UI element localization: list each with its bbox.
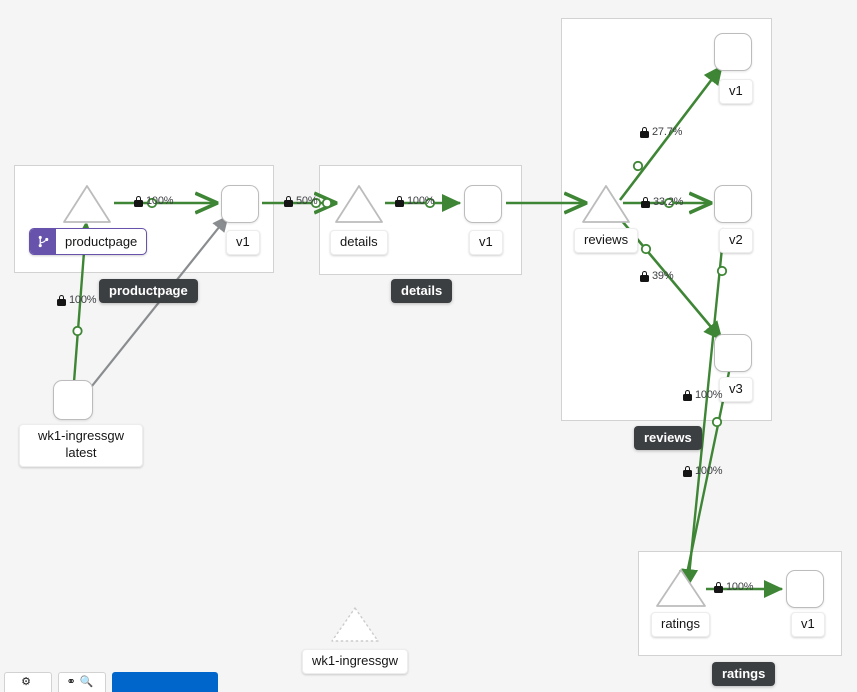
edge-reviews-v2-to-ratings[interactable] xyxy=(681,227,726,588)
virtual-service-badge-label: productpage xyxy=(65,234,138,249)
group-chip-reviews[interactable]: reviews xyxy=(634,426,702,450)
edge-marker-reviews-v1 xyxy=(632,160,644,172)
edge-reviews-v3-to-ratings[interactable] xyxy=(679,371,731,590)
node-label-ingressgw: wk1-ingressgw latest xyxy=(19,424,143,467)
edge-marker-v2-ratings xyxy=(716,265,728,277)
edge-reviews-to-v1[interactable] xyxy=(618,64,724,201)
shape-productpage-app[interactable] xyxy=(63,185,111,223)
group-chip-details[interactable]: details xyxy=(391,279,453,303)
node-label-ratings-v1: v1 xyxy=(791,612,825,638)
edge-marker-details-v1 xyxy=(424,197,436,209)
ingressgw-label-line1: wk1-ingressgw xyxy=(38,428,124,443)
ghost-triangle-ingressgw xyxy=(331,607,379,642)
node-label-reviews-app: reviews xyxy=(574,228,639,254)
group-chip-productpage[interactable]: productpage xyxy=(99,279,198,303)
virtual-service-badge-productpage[interactable]: productpage xyxy=(29,228,148,255)
legend-icon: ⚙ xyxy=(21,676,31,688)
edge-marker-v3-ratings xyxy=(711,416,723,428)
group-chip-ratings[interactable]: ratings xyxy=(712,662,776,686)
node-reviews-v2[interactable] xyxy=(714,185,752,223)
graph-bottom-toolbar[interactable]: ⚙ ⚭ 🔍 xyxy=(0,672,218,692)
edge-marker-ppv1-details-b xyxy=(321,197,333,209)
node-ingressgw[interactable] xyxy=(53,380,93,420)
ingressgw-label-line2: latest xyxy=(65,444,97,460)
edge-marker-reviews-v3 xyxy=(640,243,652,255)
node-productpage-v1[interactable] xyxy=(221,185,259,223)
edge-marker-reviews-v2 xyxy=(663,197,675,209)
node-reviews-v1[interactable] xyxy=(714,33,752,71)
node-details-v1[interactable] xyxy=(464,185,502,223)
search-icon: 🔍 xyxy=(79,676,94,688)
node-label-reviews-v3: v3 xyxy=(719,377,753,403)
node-label-details-app: details xyxy=(330,230,388,256)
shape-details-app[interactable] xyxy=(335,185,383,223)
node-label-reviews-v1: v1 xyxy=(719,79,753,105)
node-label-ingressgw-ghost: wk1-ingressgw xyxy=(302,649,408,675)
node-label-ratings-app: ratings xyxy=(651,612,711,638)
primary-action-button[interactable] xyxy=(112,672,218,692)
node-label-reviews-v2: v2 xyxy=(719,228,753,254)
edge-marker-pp-app-v1 xyxy=(146,197,158,209)
code-branch-icon xyxy=(30,229,56,254)
legend-button[interactable]: ⚙ xyxy=(4,672,52,692)
shape-reviews-app[interactable] xyxy=(582,185,630,223)
shape-ratings-app[interactable] xyxy=(656,569,706,607)
edge-marker-ppv1-details-a xyxy=(310,197,322,209)
layout-button[interactable]: ⚭ 🔍 xyxy=(58,672,106,692)
node-label-productpage-v1: v1 xyxy=(226,230,260,256)
node-ratings-v1[interactable] xyxy=(786,570,824,608)
topology-icon: ⚭ xyxy=(66,676,76,688)
node-label-details-v1: v1 xyxy=(469,230,503,256)
node-reviews-v3[interactable] xyxy=(714,334,752,372)
edge-marker-gw-productpage xyxy=(72,325,83,337)
